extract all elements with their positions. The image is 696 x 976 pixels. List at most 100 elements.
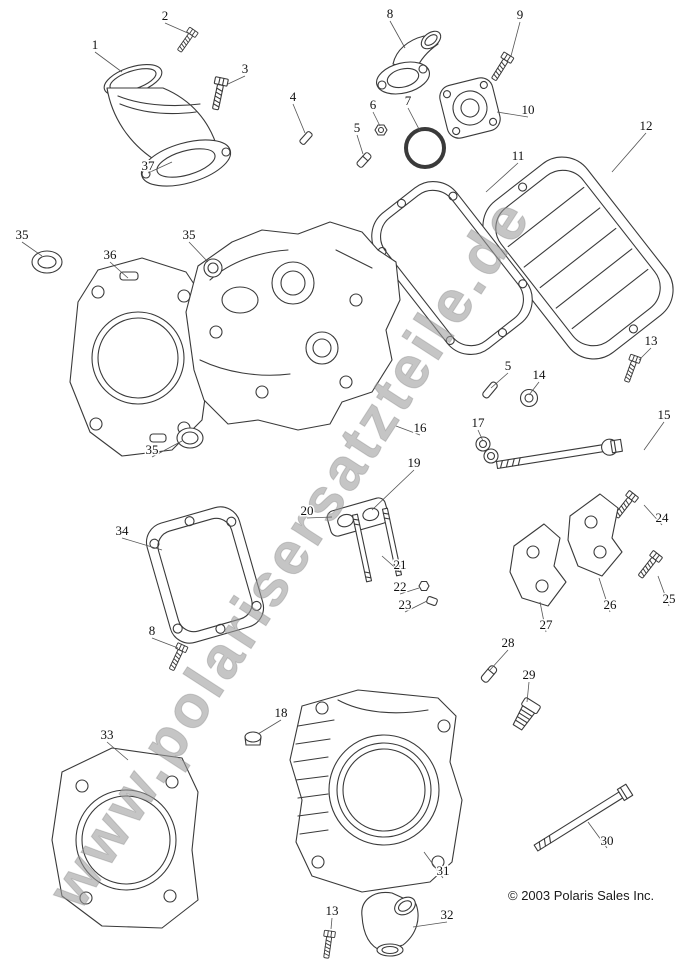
callout-21-26: 21	[394, 557, 407, 572]
callout-12-10: 12	[640, 118, 653, 133]
callout-3-4: 3	[242, 61, 249, 76]
part-washer-17b	[483, 448, 499, 464]
leader-line-1-1	[94, 51, 123, 73]
leader-line-6-6	[372, 111, 381, 127]
leader-line-8-32	[151, 637, 179, 649]
leader-line-11-11	[485, 162, 519, 193]
part-bolt-30	[533, 783, 634, 852]
leader-line-32-41	[412, 921, 448, 928]
callout-10-8: 10	[522, 102, 535, 117]
part-bracket-27	[509, 523, 567, 607]
part-stud-21a	[351, 513, 373, 583]
part-cylinder-head	[185, 221, 401, 431]
callout-35-15: 35	[183, 227, 196, 242]
callout-28-33: 28	[502, 635, 515, 650]
leader-line-30-38	[587, 821, 608, 849]
callout-16-21: 16	[414, 420, 428, 435]
part-nut-6	[374, 124, 388, 136]
callout-11-11: 11	[512, 148, 525, 163]
callout-27-31: 27	[540, 617, 554, 632]
leader-line-3-4	[227, 75, 246, 85]
leader-line-10-8	[496, 111, 529, 118]
callout-37-12: 37	[142, 158, 156, 173]
callout-14-18: 14	[533, 367, 547, 382]
part-seal-35a	[31, 250, 63, 274]
part-bolt-25	[635, 549, 664, 581]
callout-36-14: 36	[104, 247, 118, 262]
leader-line-33-36	[106, 741, 129, 761]
part-nut-22	[418, 580, 430, 592]
leader-line-29-34	[526, 681, 530, 703]
callout-29-34: 29	[523, 667, 536, 682]
leader-line-16-21	[395, 425, 421, 436]
callout-23-28: 23	[399, 597, 412, 612]
leader-line-37-12	[147, 161, 173, 174]
callout-35-13: 35	[16, 227, 29, 242]
part-cylinder	[289, 689, 463, 893]
part-base-gasket-33	[51, 747, 199, 929]
part-o-ring-7	[404, 127, 446, 169]
part-bolt-3	[208, 76, 229, 112]
callout-2-0: 2	[162, 8, 169, 23]
leader-line-35-15	[188, 241, 209, 263]
leader-line-31-39	[423, 851, 444, 879]
leader-line-13-16	[638, 347, 652, 361]
part-seal-35c	[176, 427, 204, 449]
callout-20-23: 20	[301, 503, 314, 518]
leader-line-18-35	[257, 719, 282, 735]
part-plug-28	[480, 665, 498, 683]
callout-5-17: 5	[505, 358, 512, 373]
leader-line-35-13	[21, 241, 43, 257]
part-bolt-2	[174, 26, 199, 55]
part-fitting-29	[512, 697, 541, 731]
leader-line-20-23	[306, 516, 333, 519]
leader-line-24-24	[643, 504, 663, 526]
callout-25-29: 25	[663, 591, 676, 606]
leader-line-19-22	[371, 469, 415, 511]
copyright-text: © 2003 Polaris Sales Inc.	[508, 888, 654, 903]
leader-line-2-0	[164, 22, 191, 35]
part-gasket-34	[145, 506, 265, 644]
leader-line-25-29	[657, 575, 670, 607]
leader-line-14-18	[528, 381, 540, 396]
part-bolt-13	[621, 353, 642, 384]
part-stud-5	[356, 152, 372, 168]
callout-1-1: 1	[92, 37, 99, 52]
leader-line-35-37	[151, 440, 183, 458]
leader-line-5-9	[356, 134, 364, 155]
callout-13-40: 13	[326, 903, 339, 918]
leader-line-13-40	[330, 917, 333, 930]
part-washer-17a	[475, 436, 491, 452]
leader-line-36-14	[109, 261, 129, 279]
leader-line-8-2	[389, 20, 406, 49]
leader-line-23-28	[404, 600, 428, 613]
leader-line-17-19	[477, 429, 484, 442]
part-cap-23	[426, 596, 438, 606]
callout-17-19: 17	[472, 415, 486, 430]
part-cap-18	[244, 731, 262, 746]
callout-5-9: 5	[354, 120, 361, 135]
callout-33-36: 33	[101, 727, 114, 742]
callout-24-24: 24	[656, 510, 670, 525]
callout-18-35: 18	[275, 705, 288, 720]
part-head-gasket-36	[69, 257, 211, 457]
callout-15-20: 15	[658, 407, 671, 422]
part-outlet-cover	[439, 77, 501, 139]
leader-line-21-26	[381, 555, 401, 573]
leader-line-9-3	[510, 21, 521, 57]
callout-19-22: 19	[408, 455, 421, 470]
leader-line-28-33	[489, 649, 509, 671]
callout-30-38: 30	[601, 833, 614, 848]
part-outlet-elbow	[376, 30, 442, 95]
leader-line-27-31	[539, 601, 547, 633]
callout-9-3: 9	[517, 7, 524, 22]
callout-7-7: 7	[405, 93, 412, 108]
part-valve-cover-gasket	[371, 181, 533, 355]
leader-line-34-25	[121, 537, 163, 551]
part-dowel-4	[299, 131, 313, 145]
callout-35-37: 35	[146, 442, 159, 457]
callout-32-41: 32	[441, 907, 454, 922]
